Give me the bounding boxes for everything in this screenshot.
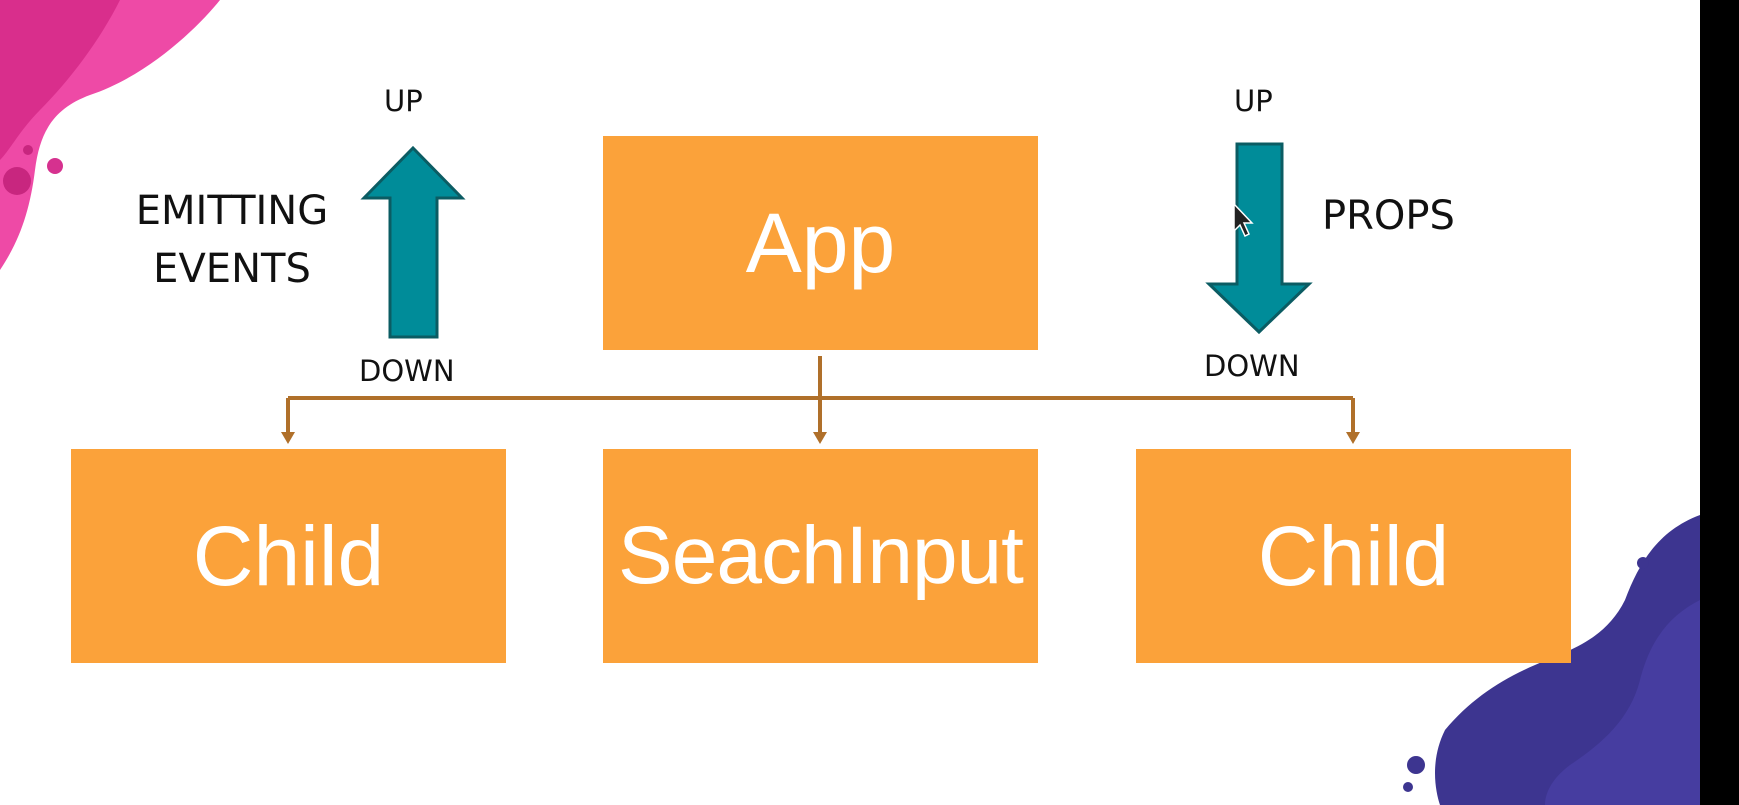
connector-tree <box>281 142 1360 444</box>
app-node: App <box>603 136 1038 350</box>
app-node-label: App <box>745 195 896 290</box>
search-input-node-label: SeachInput <box>618 510 1024 601</box>
emitting-label-line1: EMITTING <box>135 188 329 234</box>
search-input-node: SeachInput <box>603 449 1038 663</box>
mouse-cursor-icon <box>1233 202 1254 238</box>
right-down-label: DOWN <box>1204 349 1300 383</box>
arrowhead-right <box>1346 432 1360 444</box>
slide: App Child SeachInput Child UP DOWN EMITT… <box>0 0 1700 805</box>
left-child-node: Child <box>71 449 506 663</box>
arrowhead-left <box>281 432 295 444</box>
left-child-node-label: Child <box>192 508 385 603</box>
emitting-label-line2: EVENTS <box>153 246 311 292</box>
left-down-label: DOWN <box>359 354 455 388</box>
right-child-node-label: Child <box>1257 508 1450 603</box>
right-child-node: Child <box>1136 449 1571 663</box>
pink-blob-decoration <box>0 0 220 270</box>
up-arrow-icon <box>360 145 466 339</box>
down-arrow-icon <box>1205 142 1313 335</box>
arrowhead-middle <box>813 432 827 444</box>
right-up-label: UP <box>1234 84 1273 118</box>
props-label: PROPS <box>1322 193 1455 239</box>
emitting-events-label: EMITTING EVENTS <box>122 182 342 298</box>
left-up-label: UP <box>384 84 423 118</box>
